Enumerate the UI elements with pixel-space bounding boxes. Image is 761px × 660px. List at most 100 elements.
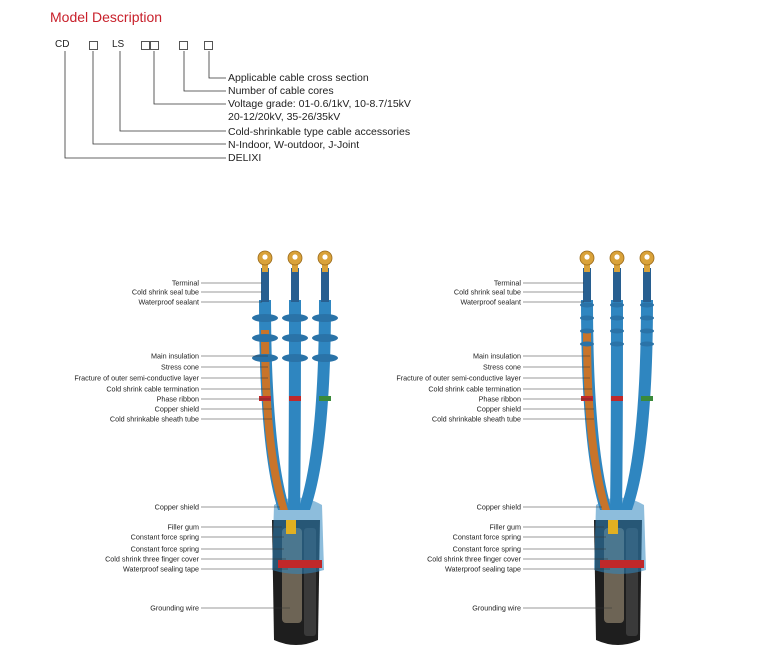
phase-ribbon bbox=[289, 396, 301, 401]
core-sheath bbox=[298, 300, 331, 510]
terminal-hole bbox=[292, 254, 298, 260]
label-constant-force-spring: Constant force spring bbox=[453, 533, 521, 542]
code-box-type bbox=[89, 41, 98, 50]
ring-4 bbox=[610, 341, 624, 347]
terminal-hole bbox=[584, 254, 590, 260]
label-terminal: Terminal bbox=[172, 279, 200, 288]
label-filler-gum: Filler gum bbox=[489, 523, 521, 532]
label-cold-shrink-three-finger-cover: Cold shrink three finger cover bbox=[105, 555, 199, 564]
desc-cores: Number of cable cores bbox=[228, 85, 334, 97]
ring-1 bbox=[640, 302, 654, 308]
cable-core-1 bbox=[252, 250, 290, 510]
label-main-insulation: Main insulation bbox=[151, 352, 199, 361]
label-main-insulation: Main insulation bbox=[473, 352, 521, 361]
cable-core-1 bbox=[579, 250, 612, 510]
label-cold-shrink-seal-tube: Cold shrink seal tube bbox=[454, 288, 521, 297]
phase-ribbon bbox=[319, 396, 331, 401]
label-copper-shield: Copper shield bbox=[477, 503, 521, 512]
label-cold-shrinkable-sheath-tube: Cold shrinkable sheath tube bbox=[110, 415, 199, 424]
desc-brand: DELIXI bbox=[228, 152, 262, 164]
shed-1 bbox=[312, 314, 338, 322]
label-grounding-wire: Grounding wire bbox=[150, 604, 199, 613]
code-box-section bbox=[204, 41, 213, 50]
three-finger-cover bbox=[594, 497, 646, 574]
filler-gum bbox=[608, 520, 618, 534]
label-cold-shrinkable-sheath-tube: Cold shrinkable sheath tube bbox=[432, 415, 521, 424]
label-waterproof-sealing-tape: Waterproof sealing tape bbox=[445, 565, 521, 574]
code-box-cores bbox=[179, 41, 188, 50]
ring-2 bbox=[580, 315, 594, 321]
ring-4 bbox=[580, 341, 594, 347]
shed-1 bbox=[252, 314, 278, 322]
seal-tube bbox=[321, 268, 329, 302]
phase-ribbon bbox=[581, 396, 593, 401]
cable-core-2 bbox=[609, 250, 625, 510]
terminal-hole bbox=[262, 254, 268, 260]
desc-cross-section: Applicable cable cross section bbox=[228, 72, 369, 84]
desc-voltage: Voltage grade: 01-0.6/1kV, 10-8.7/15kV bbox=[228, 98, 411, 110]
label-filler-gum: Filler gum bbox=[167, 523, 199, 532]
terminal-hole bbox=[614, 254, 620, 260]
desc-location: N-Indoor, W-outdoor, J-Joint bbox=[228, 139, 360, 151]
shed-2 bbox=[282, 334, 308, 342]
label-stress-cone: Stress cone bbox=[161, 363, 199, 372]
desc-accessory-type: Cold-shrinkable type cable accessories bbox=[228, 126, 411, 138]
shed-2 bbox=[312, 334, 338, 342]
copper-shield-tape bbox=[261, 330, 288, 510]
terminal-barrel bbox=[322, 262, 328, 272]
label-waterproof-sealing-tape: Waterproof sealing tape bbox=[123, 565, 199, 574]
label-copper-shield: Copper shield bbox=[155, 405, 199, 414]
sealing-tape-band bbox=[600, 560, 644, 568]
label-cold-shrink-three-finger-cover: Cold shrink three finger cover bbox=[427, 555, 521, 564]
page-title: Model Description bbox=[50, 9, 163, 25]
shed-1 bbox=[282, 314, 308, 322]
label-fracture-of-outer-semi-conductive-layer: Fracture of outer semi-conductive layer bbox=[396, 374, 521, 383]
code-box-voltage-2 bbox=[150, 41, 159, 50]
terminal-hole bbox=[644, 254, 650, 260]
copper-shield-tape bbox=[583, 330, 610, 510]
seal-tube bbox=[261, 268, 269, 302]
ring-2 bbox=[640, 315, 654, 321]
terminal-barrel bbox=[262, 262, 268, 272]
code-middle: LS bbox=[112, 39, 125, 50]
phase-ribbon bbox=[611, 396, 623, 401]
three-finger-cover bbox=[272, 497, 324, 574]
seal-tube bbox=[583, 268, 591, 302]
filler-gum bbox=[286, 520, 296, 534]
label-phase-ribbon: Phase ribbon bbox=[157, 395, 199, 404]
terminal-barrel bbox=[584, 262, 590, 272]
shed-2 bbox=[252, 334, 278, 342]
terminal-barrel bbox=[292, 262, 298, 272]
code-box-voltage-1 bbox=[141, 41, 150, 50]
seal-tube bbox=[643, 268, 651, 302]
seal-tube bbox=[613, 268, 621, 302]
core-sheath bbox=[620, 300, 653, 510]
label-constant-force-spring: Constant force spring bbox=[453, 545, 521, 554]
shed-3 bbox=[252, 354, 278, 362]
label-phase-ribbon: Phase ribbon bbox=[479, 395, 521, 404]
label-fracture-of-outer-semi-conductive-layer: Fracture of outer semi-conductive layer bbox=[74, 374, 199, 383]
label-waterproof-sealant: Waterproof sealant bbox=[461, 298, 521, 307]
phase-ribbon bbox=[641, 396, 653, 401]
cable-core-3 bbox=[620, 250, 655, 510]
label-cold-shrink-seal-tube: Cold shrink seal tube bbox=[132, 288, 199, 297]
terminal-barrel bbox=[614, 262, 620, 272]
phase-ribbon bbox=[259, 396, 271, 401]
ring-1 bbox=[580, 302, 594, 308]
label-constant-force-spring: Constant force spring bbox=[131, 533, 199, 542]
label-stress-cone: Stress cone bbox=[483, 363, 521, 372]
model-code-leaders bbox=[64, 51, 226, 159]
code-prefix: CD bbox=[55, 39, 70, 50]
ring-2 bbox=[610, 315, 624, 321]
label-copper-shield: Copper shield bbox=[477, 405, 521, 414]
core-sheath bbox=[288, 300, 301, 510]
ring-4 bbox=[640, 341, 654, 347]
ring-1 bbox=[610, 302, 624, 308]
terminal-hole bbox=[322, 254, 328, 260]
label-waterproof-sealant: Waterproof sealant bbox=[139, 298, 199, 307]
cable-core-3 bbox=[298, 250, 338, 510]
label-constant-force-spring: Constant force spring bbox=[131, 545, 199, 554]
